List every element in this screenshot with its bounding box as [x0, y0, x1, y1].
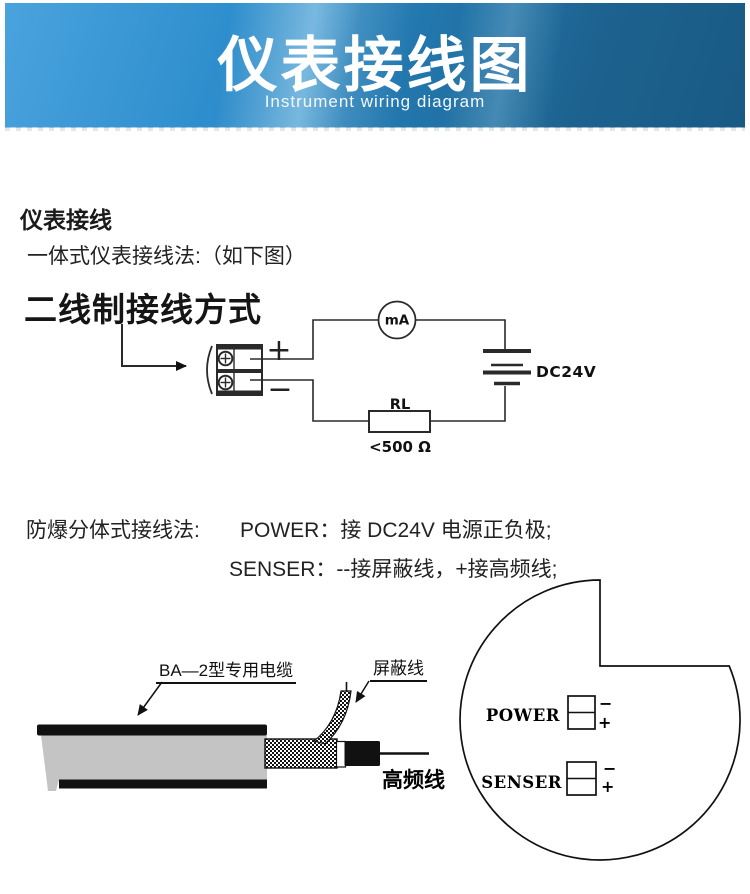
senser-wiring-note: SENSER：--接屏蔽线，+接高频线; — [229, 558, 558, 581]
cable-label-arrow — [137, 681, 163, 716]
transmitter-terminal-view — [459, 579, 741, 861]
resistor-label: RL — [390, 397, 410, 413]
power-plus-symbol: + — [598, 713, 611, 732]
shield-wire-label: 屏蔽线 — [370, 654, 427, 682]
power-minus-symbol: − — [599, 694, 612, 713]
shield-wire-tail — [312, 690, 352, 745]
ammeter-icon — [377, 300, 417, 340]
senser-minus-symbol: − — [603, 759, 616, 778]
negative-wire — [250, 379, 506, 422]
senser-terminal-block — [566, 761, 597, 796]
cable-type-label: BA—2型专用电缆 — [156, 656, 297, 684]
split-type-label: 防爆分体式接线法: — [26, 519, 200, 542]
cable-assembly — [37, 680, 429, 791]
power-terminal-label: POWER — [486, 706, 560, 725]
resistor-value-label: <500 Ω — [369, 438, 431, 456]
ammeter-label: mA — [385, 313, 410, 329]
screw-terminal-icon — [217, 350, 234, 391]
integrated-wiring-intro: 一体式仪表接线法:（如下图） — [27, 245, 306, 268]
cable-jacket — [41, 735, 267, 791]
resistor-box — [368, 410, 431, 433]
senser-terminal-label: SENSER — [481, 773, 562, 792]
terminal-bracket — [206, 345, 213, 395]
shield-label-arrow — [355, 680, 370, 703]
section-heading: 仪表接线 — [20, 207, 112, 233]
senser-plus-symbol: + — [601, 777, 614, 796]
power-terminal-block — [567, 695, 596, 730]
two-wire-diagram-title: 二线制接线方式 — [24, 291, 262, 328]
plus-symbol: + — [266, 333, 291, 368]
terminal-block — [216, 344, 263, 396]
center-conductor — [344, 741, 380, 766]
braided-shield — [264, 738, 338, 769]
power-wiring-note: POWER：接 DC24V 电源正负极; — [240, 519, 552, 542]
header-banner: 仪表接线图 Instrument wiring diagram — [5, 3, 745, 128]
high-frequency-wire-label: 高频线 — [382, 769, 445, 792]
page-subtitle: Instrument wiring diagram — [264, 92, 486, 111]
battery-icon — [483, 349, 531, 386]
battery-voltage-label: DC24V — [536, 363, 596, 381]
page-title: 仪表接线图 — [217, 32, 533, 99]
banner-torn-edge — [5, 127, 745, 131]
housing-outline — [459, 579, 741, 861]
minus-symbol: − — [267, 372, 292, 407]
inner-insulation — [335, 740, 347, 768]
positive-wire — [250, 319, 506, 360]
